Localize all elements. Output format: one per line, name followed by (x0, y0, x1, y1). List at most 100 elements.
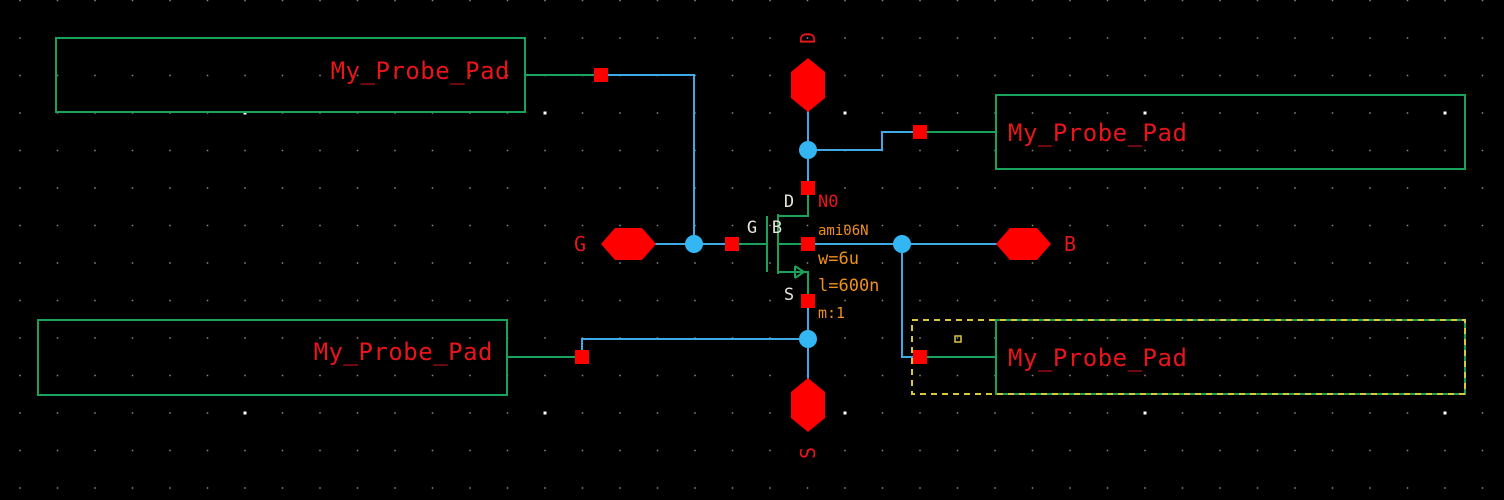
pin-gate-shape[interactable] (601, 228, 656, 260)
probe-pad-pin[interactable] (913, 350, 927, 364)
grid-dot (1069, 74, 1071, 77)
terminal-source-label: S (784, 285, 794, 305)
wire-gate-net[interactable] (601, 74, 695, 244)
wire-drain-to-probe[interactable] (808, 131, 920, 151)
pin-source-shape[interactable] (791, 378, 825, 432)
grid-dot (469, 374, 471, 377)
junction-dot (799, 141, 817, 159)
grid-dot (1219, 187, 1221, 189)
grid-dot (244, 487, 246, 489)
grid-dot (244, 149, 246, 152)
grid-dot (131, 337, 134, 339)
grid-dot (1219, 299, 1221, 302)
grid-dot (431, 74, 434, 77)
grid-dot (1294, 0, 1296, 2)
grid-dot (1106, 37, 1109, 39)
grid-dot (131, 374, 134, 377)
grid-dot (206, 149, 209, 152)
grid-dot (769, 412, 771, 414)
grid-dot (1219, 412, 1221, 414)
grid-dot (1181, 112, 1184, 114)
grid-dot (1181, 224, 1184, 227)
grid-dot (1369, 37, 1371, 39)
pin-bulk[interactable]: B (996, 228, 1076, 260)
grid-dot (619, 299, 621, 302)
grid-dot (1294, 262, 1296, 264)
pin-gate[interactable]: G (574, 228, 656, 260)
probe-pad-pin[interactable] (594, 68, 608, 82)
grid-dot (1481, 74, 1484, 77)
grid-dot (1144, 374, 1146, 377)
grid-dot (56, 74, 59, 77)
grid-dot (1369, 449, 1371, 452)
grid-dot (919, 224, 921, 227)
grid-dot (281, 449, 284, 452)
grid-dot (56, 0, 59, 2)
grid-dot (656, 374, 659, 377)
grid-dot (881, 112, 884, 114)
nmos-transistor[interactable]: D G B S N0 ami06N w=6u l=600n m:1 (725, 181, 879, 322)
grid-dot (431, 0, 434, 2)
grid-dot (769, 112, 771, 114)
grid-dot (94, 224, 96, 227)
probe-pad-top-left[interactable]: My_Probe_Pad (55, 37, 608, 113)
grid-dot (656, 487, 659, 489)
probe-pad-pin[interactable] (575, 350, 589, 364)
grid-dot (19, 337, 21, 339)
pin-drain[interactable]: D (791, 32, 825, 112)
grid-dot (544, 374, 546, 377)
wire-source-to-probe[interactable] (581, 338, 808, 357)
probe-pad-pin[interactable] (913, 125, 927, 139)
grid-dot (19, 224, 21, 227)
grid-dot (131, 487, 134, 489)
terminal-drain-pin[interactable] (801, 181, 815, 195)
grid-dot (431, 299, 434, 302)
grid-dot (94, 337, 96, 339)
terminal-bulk-pin[interactable] (801, 237, 815, 251)
grid-dot (131, 74, 134, 77)
grid-dot (1444, 187, 1446, 189)
grid-dot (994, 224, 996, 227)
probe-pad-bottom-left[interactable]: My_Probe_Pad (37, 319, 589, 396)
grid-major-dot (1443, 111, 1447, 115)
grid-dot (581, 449, 584, 452)
grid-dot (994, 187, 996, 189)
grid-dot (169, 149, 171, 152)
grid-dot (619, 0, 621, 2)
grid-dot (56, 149, 59, 152)
grid-dot (394, 487, 396, 489)
grid-dot (919, 37, 921, 39)
grid-dot (544, 337, 546, 339)
pin-drain-shape[interactable] (791, 58, 825, 112)
grid-dot (581, 37, 584, 39)
pin-bulk-shape[interactable] (996, 228, 1051, 260)
grid-dot (881, 299, 884, 302)
grid-dot (619, 224, 621, 227)
grid-dot (769, 262, 771, 264)
grid-dot (581, 187, 584, 189)
grid-dot (1406, 112, 1409, 114)
grid-dot (1106, 262, 1109, 264)
grid-dot (619, 262, 621, 264)
grid-dot (19, 299, 21, 302)
grid-dot (694, 37, 696, 39)
grid-dot (169, 412, 171, 414)
grid-dot (1444, 37, 1446, 39)
selection-highlight (911, 319, 1466, 395)
terminal-gate-pin[interactable] (725, 237, 739, 251)
grid-dot (1144, 37, 1146, 39)
grid-dot (881, 337, 884, 339)
pin-source[interactable]: S (791, 378, 825, 459)
grid-dot (319, 187, 321, 189)
grid-dot (769, 374, 771, 377)
grid-dot (356, 0, 359, 2)
terminal-drain-label: D (784, 192, 794, 212)
grid-dot (769, 449, 771, 452)
grid-dot (956, 374, 959, 377)
probe-pad-bottom-right[interactable]: My_Probe_Pad (911, 319, 1466, 395)
grid-dot (281, 374, 284, 377)
probe-pad-top-right[interactable]: My_Probe_Pad (913, 94, 1466, 170)
terminal-source-pin[interactable] (801, 294, 815, 308)
grid-dot (469, 299, 471, 302)
